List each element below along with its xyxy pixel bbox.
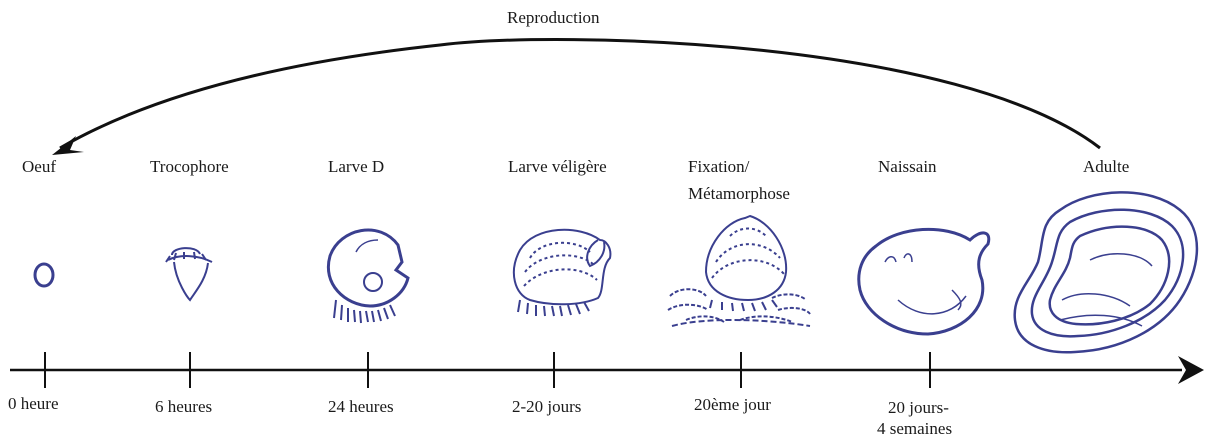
egg-illustration bbox=[35, 264, 53, 286]
larve-veligere-illustration bbox=[514, 230, 610, 316]
larve-d-illustration bbox=[328, 230, 408, 323]
reproduction-arc bbox=[60, 40, 1100, 148]
adulte-illustration bbox=[1015, 192, 1197, 352]
trocophore-illustration bbox=[166, 248, 212, 300]
fixation-illustration bbox=[668, 216, 810, 326]
naissain-illustration bbox=[859, 229, 989, 334]
